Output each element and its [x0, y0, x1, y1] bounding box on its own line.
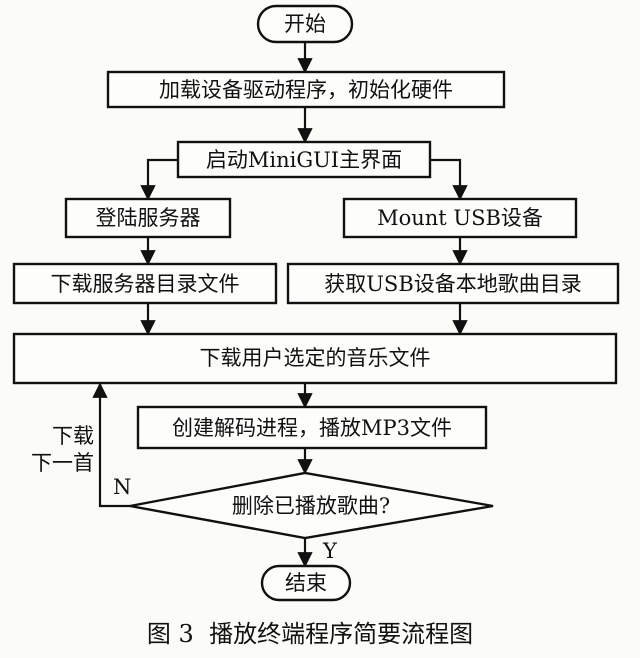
gui-label: 启动MiniGUI主界面 — [206, 148, 402, 172]
start-terminal: 开始 — [256, 4, 354, 44]
local-dir-process-box: 获取USB设备本地歌曲目录 — [286, 262, 620, 305]
login-process-box: 登陆服务器 — [64, 197, 232, 239]
decode-process-box: 创建解码进程，播放MP3文件 — [136, 405, 488, 450]
download-music-label: 下载用户选定的音乐文件 — [200, 346, 431, 370]
edge-label-next-line2: 下一首 — [31, 451, 94, 475]
decode-label: 创建解码进程，播放MP3文件 — [172, 416, 452, 440]
local-dir-label: 获取USB设备本地歌曲目录 — [324, 272, 582, 296]
init-label: 加载设备驱动程序，初始化硬件 — [159, 78, 453, 102]
init-process-box: 加载设备驱动程序，初始化硬件 — [106, 70, 506, 109]
edge-label-next-line1: 下载 — [52, 424, 94, 448]
edges — [92, 43, 468, 568]
edge-label-yes: Y — [322, 539, 338, 563]
mount-label: Mount USB设备 — [377, 206, 543, 230]
end-terminal: 结束 — [260, 564, 352, 602]
mount-process-box: Mount USB设备 — [342, 197, 578, 239]
decision-label: 删除已播放歌曲? — [232, 494, 390, 518]
download-dir-process-box: 下载服务器目录文件 — [12, 262, 278, 305]
download-dir-label: 下载服务器目录文件 — [51, 272, 240, 296]
edge-decision-loop-no — [92, 382, 130, 508]
start-label: 开始 — [284, 12, 326, 36]
figure-caption: 图 3 播放终端程序简要流程图 — [147, 620, 473, 648]
edge-gui-login — [140, 158, 178, 201]
download-music-process-box: 下载用户选定的音乐文件 — [12, 332, 618, 385]
edge-label-no: N — [113, 475, 131, 499]
end-label: 结束 — [285, 571, 327, 595]
gui-process-box: 启动MiniGUI主界面 — [176, 140, 432, 179]
edge-gui-mount — [430, 158, 468, 201]
decision-diamond: 删除已播放歌曲? — [129, 471, 494, 540]
login-label: 登陆服务器 — [96, 206, 201, 230]
